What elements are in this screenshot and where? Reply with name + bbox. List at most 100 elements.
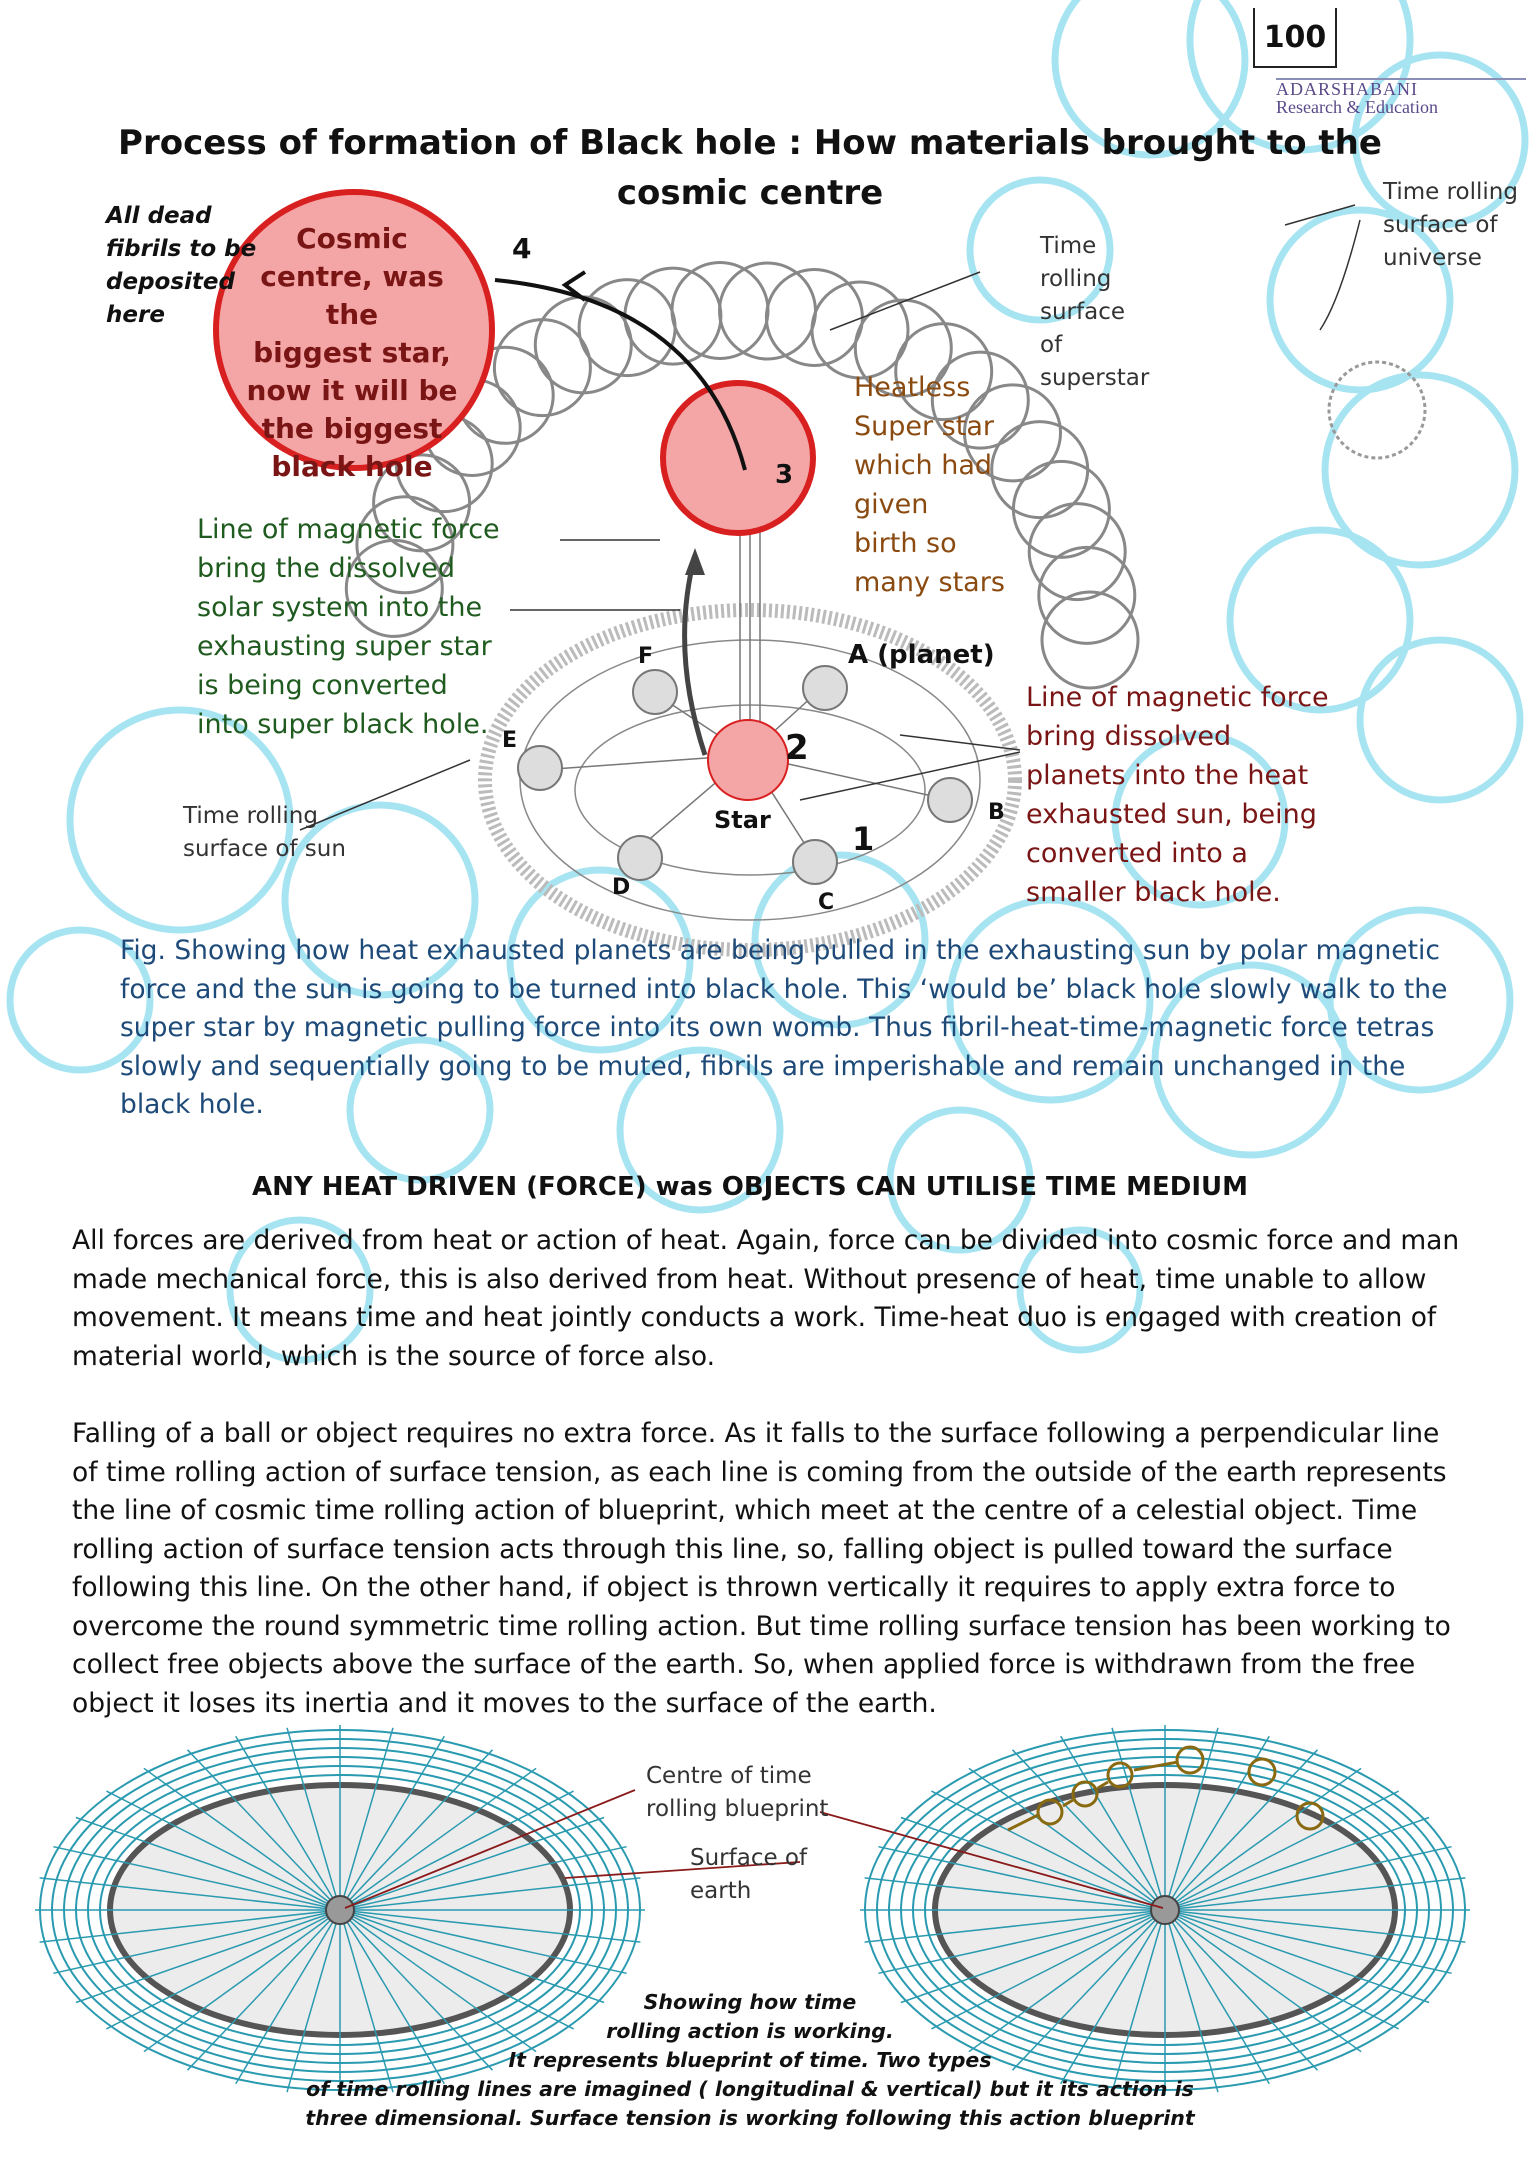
time-spoke — [286, 1727, 341, 1911]
dead-fibrils-line: here — [106, 302, 165, 328]
sun-time-rolling-surface — [478, 603, 1022, 957]
time-spoke — [1164, 1790, 1399, 1911]
brown-note-line: converted into a — [1026, 838, 1248, 869]
blueprint-centre — [325, 1895, 355, 1925]
time-spoke — [339, 1877, 641, 1911]
label-number-3: 3 — [775, 460, 794, 490]
earth-left-group — [35, 1725, 645, 2095]
blueprint-centre — [1150, 1895, 1180, 1925]
superstar-label-line: surface — [1040, 299, 1126, 325]
title-line-1: Process of formation of Black hole : How… — [118, 123, 1382, 163]
caption-line: of time rolling lines are imagined ( lon… — [306, 2077, 1194, 2101]
time-spoke — [339, 1909, 394, 2093]
time-spoke — [143, 1767, 341, 1911]
star-to-superstar-arrow — [682, 554, 708, 756]
loop-ring — [344, 538, 444, 638]
time-spoke — [339, 1909, 445, 2085]
planet-label-c: C — [818, 890, 835, 915]
cosmic-centre-line: Cosmic — [296, 222, 408, 255]
brown-note-line: Line of magnetic force — [1026, 682, 1329, 713]
figure-caption: Fig. Showing how heat exhausted planets … — [120, 935, 1448, 1120]
dead-fibrils-line: fibrils to be — [106, 236, 257, 262]
planet-label-b: B — [988, 800, 1005, 825]
time-spoke — [339, 1845, 627, 1911]
heatless-line: which had — [854, 450, 993, 481]
surface-label-line: earth — [690, 1878, 752, 1904]
green-note-line: Line of magnetic force — [197, 514, 500, 545]
heatless-line: birth so — [854, 528, 957, 559]
time-spoke — [339, 1909, 494, 2071]
time-spoke — [1164, 1816, 1430, 1911]
cosmic-centre-line: black hole — [271, 450, 433, 483]
planet-c — [792, 839, 838, 885]
time-spoke — [878, 1909, 1166, 1975]
heatless-superstar-label: Heatless Super star which had given birt… — [854, 368, 1005, 602]
universe-loop-ring — [1327, 360, 1427, 460]
time-spoke — [1164, 1909, 1219, 2093]
time-spoke — [75, 1909, 341, 2004]
magnetic-force-superstar-note: Line of magnetic force bring the dissolv… — [197, 510, 500, 744]
heatless-line: given — [854, 489, 929, 520]
time-spoke — [339, 1909, 574, 2030]
earth-right-group — [860, 1725, 1470, 2095]
superstar-surface-label: Time rolling surface of superstar — [1040, 230, 1149, 395]
planet-a — [802, 665, 848, 711]
planet-b — [927, 777, 973, 823]
sun-surface-label: Time rolling surface of sun — [183, 800, 346, 866]
cosmic-centre-line: centre, was the — [260, 260, 444, 331]
centre-arrow-head — [561, 270, 587, 302]
time-spoke — [1164, 1767, 1362, 1911]
time-spoke — [39, 1909, 341, 1943]
publisher-logo: ADARSHABANI Research & Education — [1276, 78, 1526, 116]
time-spoke — [931, 1909, 1166, 2030]
brown-note-line: exhausted sun, being — [1026, 799, 1317, 830]
loop-ring — [1027, 502, 1127, 602]
caption-line: three dimensional. Surface tension is wo… — [305, 2106, 1195, 2130]
time-spoke — [39, 1877, 341, 1911]
dead-fibrils-line: All dead — [106, 203, 212, 229]
sun-label-line: Time rolling — [183, 803, 318, 829]
superstar-label-line: Time — [1040, 233, 1097, 259]
loop-ring — [963, 383, 1062, 483]
cosmic-centre-label: Cosmic centre, was the biggest star, now… — [232, 220, 472, 486]
time-spoke — [286, 1909, 341, 2093]
brown-note-line: bring dissolved — [1026, 721, 1232, 752]
time-spoke — [339, 1816, 605, 1911]
loop-ring — [930, 350, 1030, 450]
surface-label-line: Surface of — [690, 1845, 808, 1871]
time-spoke — [143, 1909, 341, 2053]
time-spoke — [968, 1909, 1166, 2053]
star-circle — [707, 719, 789, 801]
cosmic-centre-line: the biggest — [261, 412, 443, 445]
heatless-line: Heatless — [854, 372, 971, 403]
time-spoke — [1164, 1727, 1219, 1911]
star-label: Star — [714, 806, 771, 834]
time-spoke — [1164, 1909, 1430, 2004]
title-line-2: cosmic centre — [616, 173, 884, 213]
time-spoke — [53, 1845, 341, 1911]
brown-note-line: planets into the heat — [1026, 760, 1309, 791]
page-title: Process of formation of Black hole : How… — [60, 118, 1440, 218]
superstar-label-line: superstar — [1040, 365, 1150, 391]
time-spoke — [1111, 1909, 1166, 2093]
heatless-line: Super star — [854, 411, 994, 442]
time-spoke — [968, 1767, 1166, 1911]
planet-label-a: A (planet) — [848, 640, 995, 670]
loop-ring — [1011, 459, 1111, 559]
time-spoke — [106, 1909, 341, 2030]
time-spoke — [1011, 1909, 1166, 2071]
universe-surface-label: Time rolling surface of universe — [1383, 176, 1518, 275]
universe-label-line: surface of — [1383, 212, 1498, 238]
caption-line: Showing how time — [643, 1990, 857, 2014]
time-spoke — [186, 1749, 341, 1911]
time-spoke — [864, 1909, 1166, 1943]
time-spoke — [339, 1909, 641, 1943]
superstar-to-centre-arrow — [494, 278, 747, 471]
green-note-line: solar system into the — [197, 592, 483, 623]
time-spoke — [75, 1816, 341, 1911]
star-arrow-head — [685, 548, 705, 575]
label-number-1: 1 — [852, 820, 875, 858]
